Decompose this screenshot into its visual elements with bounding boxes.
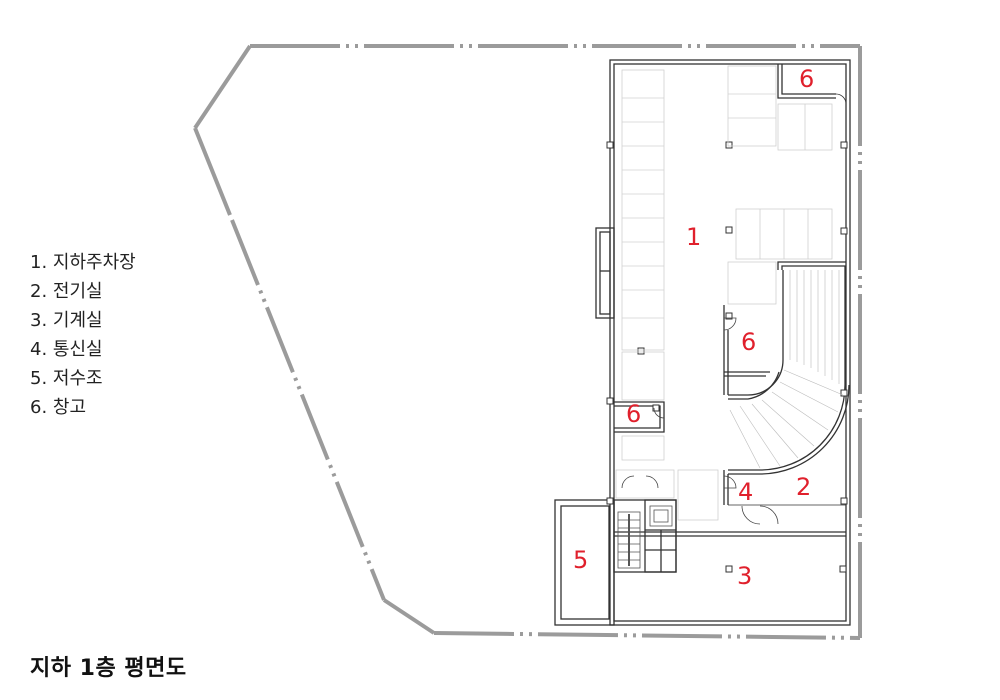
ramp-hatching bbox=[729, 270, 844, 469]
room-number-storage-mid: 6 bbox=[741, 328, 756, 356]
site-boundary bbox=[193, 44, 862, 640]
room-number-mechanical: 3 bbox=[737, 562, 752, 590]
stair bbox=[617, 505, 673, 569]
room-number-storage-top: 6 bbox=[799, 65, 814, 93]
room-number-water-tank: 5 bbox=[573, 546, 588, 574]
room-number-storage-left: 6 bbox=[626, 400, 641, 428]
legend-item: 5. 저수조 bbox=[30, 368, 103, 389]
columns bbox=[606, 141, 848, 573]
legend-item: 4. 통신실 bbox=[30, 339, 103, 360]
room-number-telecom: 4 bbox=[738, 478, 753, 506]
legend-item: 3. 기계실 bbox=[30, 310, 103, 331]
doors bbox=[621, 317, 779, 525]
legend-item: 2. 전기실 bbox=[30, 281, 103, 302]
legend-item: 6. 창고 bbox=[30, 397, 87, 418]
room-number-electrical: 2 bbox=[796, 473, 811, 501]
room-number-parking: 1 bbox=[686, 223, 701, 251]
figure-caption: 지하 1층 평면도 bbox=[30, 656, 187, 681]
building-walls bbox=[554, 59, 851, 626]
room-legend: 1. 지하주차장 2. 전기실 3. 기계실 4. 통신실 5. 저수조 6. … bbox=[30, 248, 136, 422]
room-number-labels: 1 2 3 4 5 6 6 6 bbox=[573, 65, 814, 590]
legend-item: 1. 지하주차장 bbox=[30, 252, 136, 273]
parking-stalls bbox=[615, 65, 833, 521]
